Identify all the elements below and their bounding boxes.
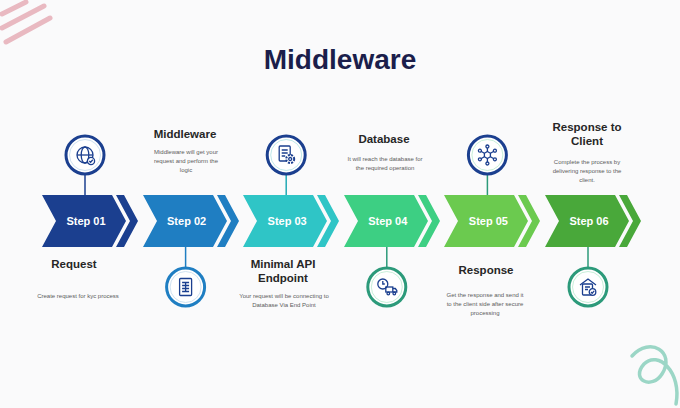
icon-ring-inner [371, 272, 402, 303]
hub-spokes [481, 148, 494, 162]
check-mark [591, 291, 594, 293]
scribble-stroke [2, 2, 26, 14]
step-heading: Minimal API Endpoint [243, 258, 323, 286]
clock-hands [383, 281, 385, 284]
truck-body [386, 287, 393, 292]
icon-ring [569, 268, 607, 306]
truck-cab [393, 289, 397, 293]
chevron-shape [143, 195, 227, 247]
chevron-shape [344, 195, 428, 247]
icon-ring [267, 136, 305, 174]
step-chevron: Step 04 [344, 195, 428, 247]
api-icon [267, 136, 305, 174]
icon-ring-inner [170, 272, 201, 303]
step-heading: Request [29, 258, 119, 272]
chevron-sliver [619, 195, 641, 247]
step-chevron: Step 06 [545, 195, 629, 247]
chevron-shape [545, 195, 629, 247]
step-description: Your request will be connecting to Datab… [236, 292, 332, 310]
step-label: Step 01 [50, 214, 122, 228]
hub-node [478, 149, 481, 152]
leader-line [587, 247, 589, 268]
hub-node [486, 162, 489, 165]
step-chevron: Step 03 [243, 195, 327, 247]
icon-ring-inner [573, 272, 604, 303]
hub-node [493, 149, 496, 152]
icon-ring-inner [271, 140, 302, 171]
globe-icon [66, 136, 104, 174]
globe-equator [77, 154, 93, 155]
leader-line [185, 247, 187, 268]
step-chevron: Step 05 [444, 195, 528, 247]
check-badge [589, 289, 596, 296]
step-heading: Response to Client [548, 121, 626, 149]
database-icon [368, 268, 406, 306]
chevron-shape [444, 195, 528, 247]
teal-loop [632, 347, 677, 404]
step-label: Step 03 [251, 214, 323, 228]
gear-hub [289, 158, 292, 161]
delivery-icon [569, 268, 607, 306]
scribble-stroke [6, 18, 50, 42]
icon-ring [468, 136, 506, 174]
icon-ring-inner [472, 140, 503, 171]
document-icon [167, 268, 205, 306]
step-description: It will reach the database for the requi… [343, 155, 427, 173]
chevron-sliver [418, 195, 440, 247]
document-lines [282, 150, 288, 156]
pink-scribble [2, 2, 50, 42]
icon-ring [167, 268, 205, 306]
step-description: Get the response and send it to the clie… [444, 291, 526, 318]
hub-node [478, 158, 481, 161]
chevron-shape [42, 195, 126, 247]
icon-ring-inner [70, 140, 101, 171]
hub-cube [484, 152, 490, 159]
leader-line [487, 175, 489, 195]
chevron-sliver [217, 195, 239, 247]
truck-wheel [393, 292, 396, 295]
step-description: Create request for kyc process [28, 292, 128, 301]
step-heading: Database [339, 133, 429, 147]
document-sheet [180, 279, 192, 296]
step-chevron: Step 01 [42, 195, 126, 247]
chevron-shape [243, 195, 327, 247]
leader-lines [85, 175, 588, 268]
step-heading: Middleware [135, 128, 235, 142]
leader-line [285, 175, 287, 195]
chevron-sliver [116, 195, 138, 247]
step-description: Complete the process by delivering respo… [547, 158, 627, 185]
step-chevron: Step 02 [143, 195, 227, 247]
step-label: Step 06 [553, 214, 625, 228]
step-label: Step 05 [452, 214, 524, 228]
chevron-sliver [518, 195, 540, 247]
document-lines [585, 287, 590, 290]
check-mark [89, 160, 93, 163]
truck-wheel [387, 292, 390, 295]
chevron-sliver [317, 195, 339, 247]
hub-node [493, 158, 496, 161]
icon-ring [66, 136, 104, 174]
step-heading: Response [441, 264, 531, 278]
check-badge [87, 157, 94, 164]
leader-line [84, 175, 86, 195]
diagram-title: Middleware [0, 44, 680, 76]
gear-teeth [286, 155, 294, 163]
network-icon [468, 136, 506, 174]
icon-ring [368, 268, 406, 306]
document-grid [182, 283, 189, 292]
step-label: Step 04 [352, 214, 424, 228]
step-label: Step 02 [151, 214, 223, 228]
step-description: Middleware will get your request and per… [148, 148, 224, 175]
hub-node [486, 145, 489, 148]
leader-line [386, 247, 388, 268]
